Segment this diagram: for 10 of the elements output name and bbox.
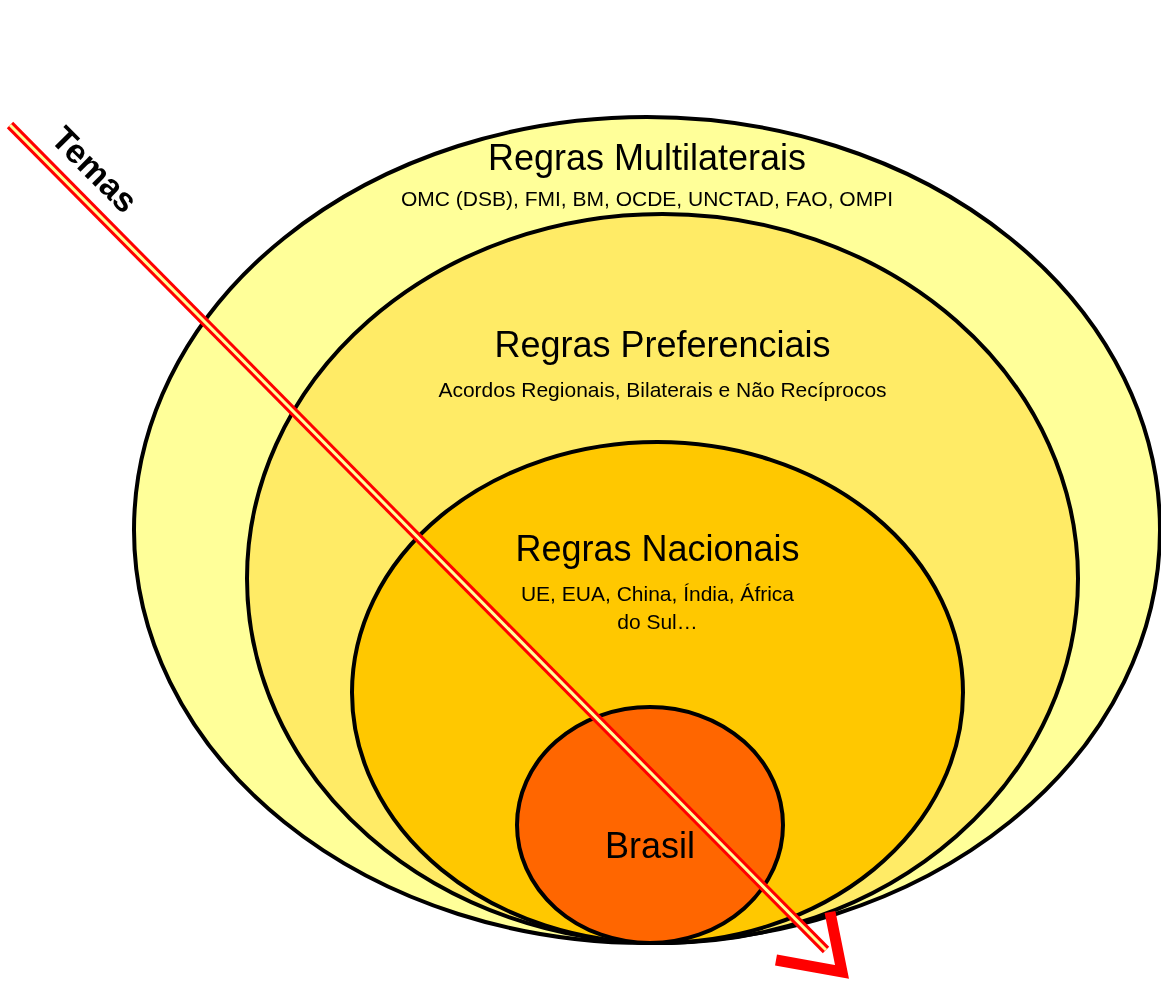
region-examples: OMC (DSB), FMI, BM, OCDE, UNCTAD, FAO, OMPI xyxy=(400,186,894,212)
region-examples: Acordos Regionais, Bilaterais e Não Recíprocos xyxy=(437,377,888,403)
ellipse-region xyxy=(350,440,965,945)
ellipse-region xyxy=(245,212,1080,945)
ellipse-region xyxy=(132,115,1161,945)
region-examples: UE, EUA, China, Índia, África do Sul… xyxy=(519,581,796,635)
region-heading: Regras Preferenciais xyxy=(493,324,832,366)
region-heading: Brasil xyxy=(604,825,696,867)
region-heading: Regras Nacionais xyxy=(514,528,801,570)
region-heading: Regras Multilaterais xyxy=(486,137,808,179)
